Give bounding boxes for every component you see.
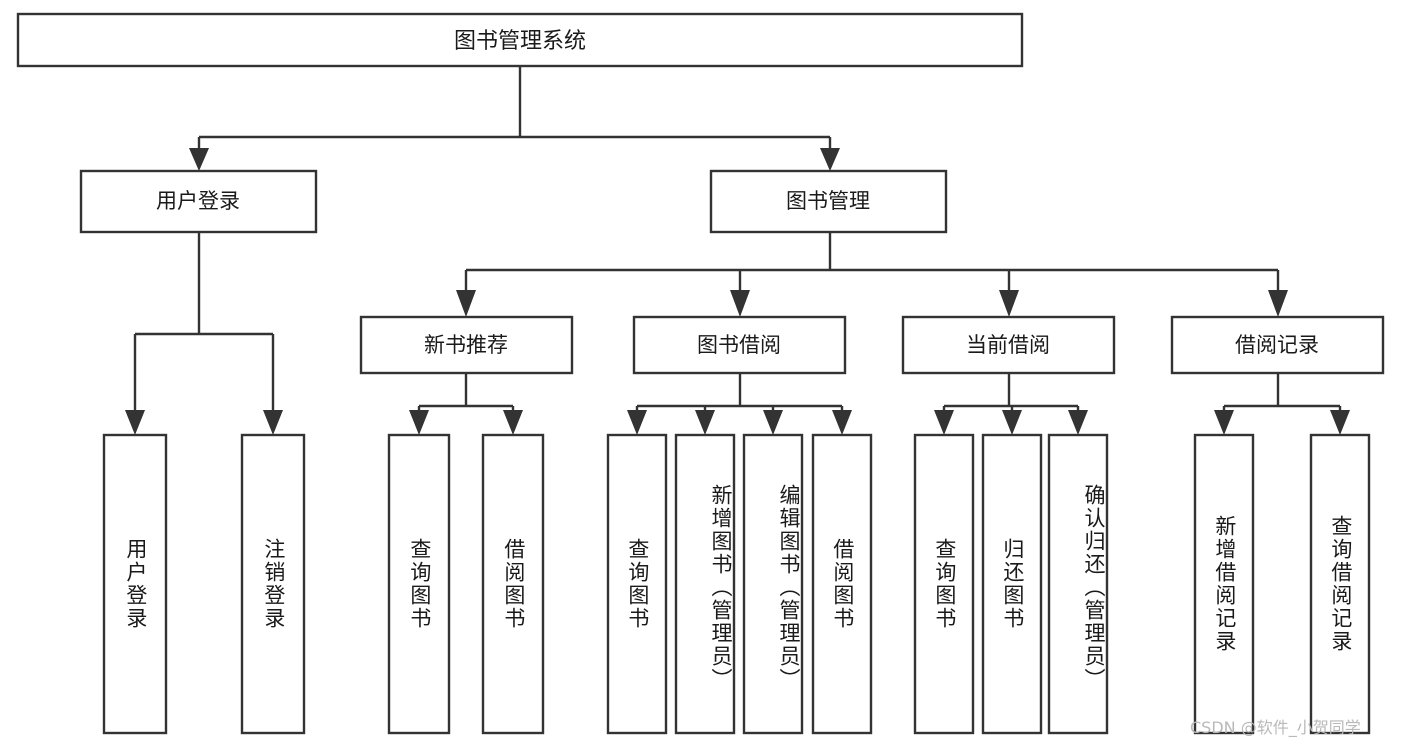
arrowhead-borrowrecord-leaf-1 (1214, 410, 1234, 435)
leaf-box-record-add[interactable] (1193, 433, 1255, 735)
arrowhead-borrowrecord-leaf-2 (1330, 410, 1350, 435)
node-book-borrow[interactable]: 图书借阅 (632, 315, 847, 375)
leaf-box-newbook-query[interactable] (387, 433, 451, 735)
node-user-login-label: 用户登录 (156, 189, 240, 213)
leaf-box-record-query[interactable] (1309, 433, 1371, 735)
arrowhead-borrow-record (1268, 290, 1288, 317)
node-user-login[interactable]: 用户登录 (79, 169, 318, 234)
arrowhead-user-login (189, 148, 209, 171)
arrowhead-currentborrow-leaf-1 (934, 410, 954, 435)
node-current-borrow[interactable]: 当前借阅 (901, 315, 1116, 375)
arrowhead-bookborrow-leaf-1 (627, 410, 647, 435)
node-borrow-record[interactable]: 借阅记录 (1170, 315, 1385, 375)
arrowhead-newbook-leaf-2 (503, 410, 523, 435)
arrowhead-currentborrow-leaf-2 (1002, 410, 1022, 435)
node-borrow-record-label: 借阅记录 (1235, 333, 1319, 357)
leaf-box-newbook-borrow[interactable] (481, 433, 545, 735)
arrowhead-current-borrow (999, 290, 1019, 317)
arrowhead-bookborrow-leaf-3 (763, 410, 783, 435)
arrowhead-book-borrow (730, 290, 750, 317)
leaf-box-logout[interactable] (240, 433, 306, 735)
leaf-box-currentborrow-query[interactable] (913, 433, 975, 735)
leaf-box-bookborrow-query[interactable] (606, 433, 668, 735)
csdn-watermark: CSDN @软件_小贺同学 (1190, 718, 1361, 737)
node-root-label: 图书管理系统 (454, 29, 586, 54)
node-root-box[interactable] (16, 12, 1024, 68)
node-new-book-recommend-label: 新书推荐 (424, 333, 508, 357)
node-book-borrow-box[interactable] (632, 315, 847, 375)
node-book-manage-label: 图书管理 (786, 189, 870, 213)
arrowhead-bookborrow-leaf-4 (832, 410, 852, 435)
node-user-login-box[interactable] (79, 169, 318, 234)
node-current-borrow-label: 当前借阅 (966, 333, 1050, 357)
arrowhead-leaf-user-login (125, 410, 145, 435)
node-book-borrow-label: 图书借阅 (697, 333, 781, 357)
arrowhead-currentborrow-leaf-3 (1068, 410, 1088, 435)
connectors-layer (125, 66, 1350, 435)
arrowhead-book-manage (820, 148, 840, 171)
node-new-book-recommend-box[interactable] (359, 315, 574, 375)
leaf-box-currentborrow-confirm[interactable] (1047, 433, 1109, 735)
node-book-manage[interactable]: 图书管理 (709, 169, 948, 234)
nodes-layer: 图书管理系统 用户登录 图书管理 新书推荐 图书借阅 当前 (16, 12, 1385, 735)
node-book-manage-box[interactable] (709, 169, 948, 234)
leaf-box-user-login[interactable] (102, 433, 168, 735)
arrowhead-new-book-recommend (456, 290, 476, 317)
node-root[interactable]: 图书管理系统 (16, 12, 1024, 68)
leaf-box-bookborrow-borrow[interactable] (811, 433, 873, 735)
arrowhead-leaf-logout (263, 410, 283, 435)
arrowhead-bookborrow-leaf-2 (695, 410, 715, 435)
node-new-book-recommend[interactable]: 新书推荐 (359, 315, 574, 375)
leaf-box-bookborrow-edit[interactable] (742, 433, 804, 735)
leaf-box-currentborrow-return[interactable] (981, 433, 1043, 735)
leaf-box-bookborrow-add[interactable] (674, 433, 736, 735)
arrowhead-newbook-leaf-1 (409, 410, 429, 435)
node-borrow-record-box[interactable] (1170, 315, 1385, 375)
node-current-borrow-box[interactable] (901, 315, 1116, 375)
